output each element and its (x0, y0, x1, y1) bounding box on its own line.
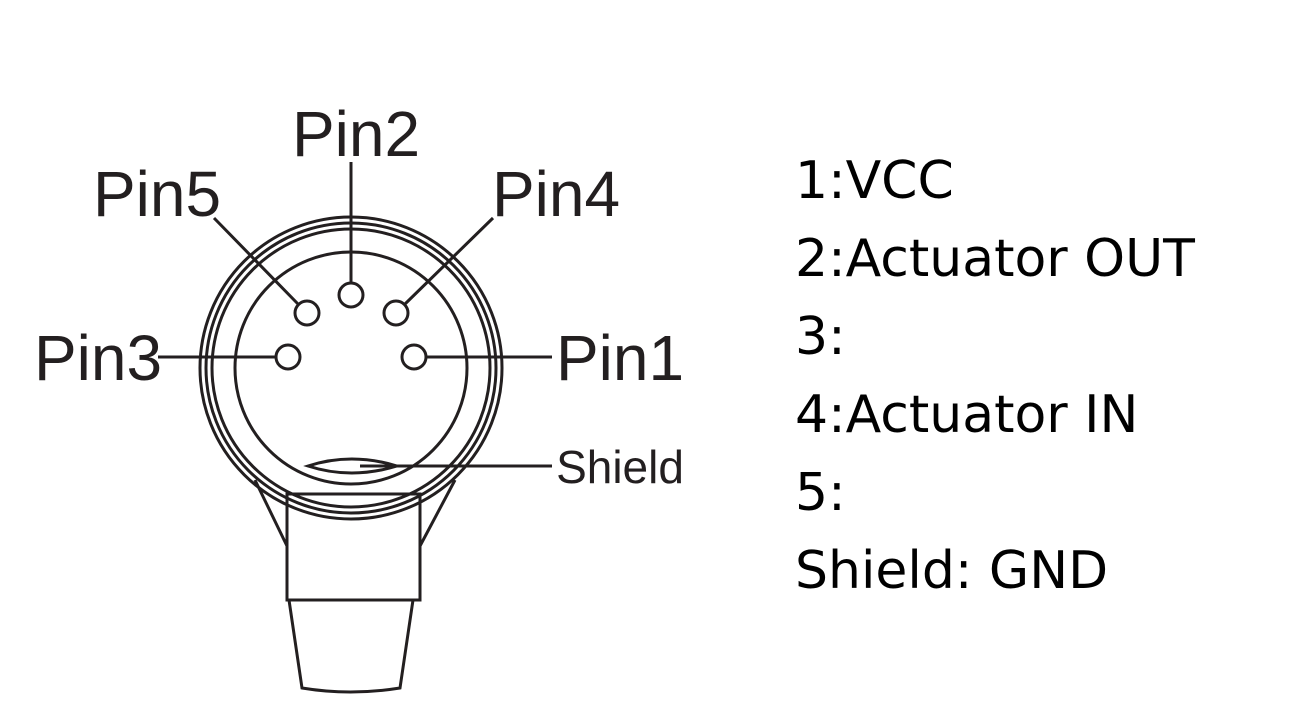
legend-item-pin3: 3: (795, 307, 846, 367)
pin3-label: Pin3 (34, 322, 162, 394)
pin2-label: Pin2 (292, 98, 420, 170)
pin-assignment-legend: 1:VCC 2:Actuator OUT 3: 4:Actuator IN 5:… (795, 142, 1195, 610)
pin5-label: Pin5 (93, 158, 221, 230)
legend-item-pin1: 1:VCC (795, 151, 954, 211)
pin4-label: Pin4 (492, 158, 620, 230)
pin1-hole (400, 343, 428, 371)
pin4-leader (403, 216, 495, 306)
pin5-hole (293, 299, 321, 327)
shield-label: Shield (556, 441, 684, 493)
legend-item-pin4: 4:Actuator IN (795, 385, 1139, 445)
legend-item-pin5: 5: (795, 463, 846, 523)
pin1-label: Pin1 (556, 322, 684, 394)
pin5-leader (212, 216, 300, 306)
pin4-hole (382, 299, 410, 327)
pin3-hole (274, 343, 302, 371)
legend-item-shield: Shield: GND (795, 541, 1109, 601)
legend-item-pin2: 2:Actuator OUT (795, 229, 1195, 289)
cable-neck (253, 479, 457, 694)
pin2-hole (337, 281, 365, 309)
